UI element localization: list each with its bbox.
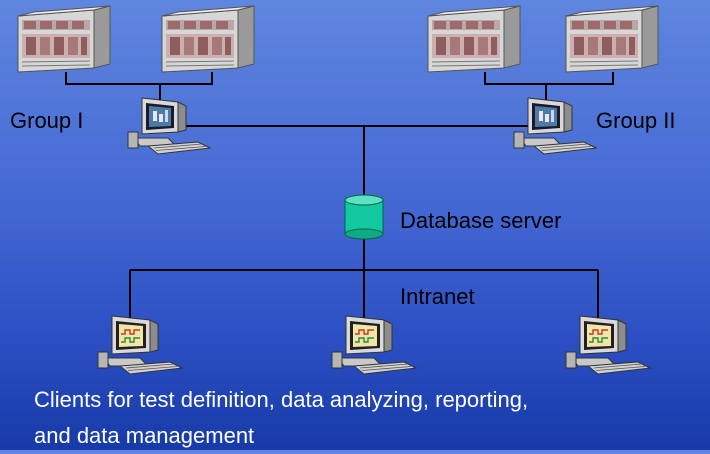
wires	[65, 72, 614, 318]
client-computer-icon	[331, 315, 417, 375]
clients-description: Clients for test definition, data analyz…	[34, 382, 704, 454]
database-server-label: Database server	[400, 208, 562, 233]
test-rack-icon	[161, 5, 255, 73]
client-computer-icon	[97, 315, 183, 375]
clients-description-line1: Clients for test definition, data analyz…	[34, 387, 529, 412]
test-rack-icon	[427, 5, 521, 73]
group2-rack-wire	[484, 72, 614, 85]
intranet-label: Intranet	[400, 284, 475, 309]
test-rack-icon	[565, 5, 659, 73]
test-rack-icon	[17, 5, 111, 73]
client-computer-icon	[565, 315, 651, 375]
clients-description-line2: and data management	[34, 423, 255, 448]
database-icon	[344, 194, 384, 240]
group1-label: Group I	[10, 108, 84, 133]
group2-label: Group II	[596, 108, 676, 133]
group1-rack-wire	[65, 72, 213, 85]
